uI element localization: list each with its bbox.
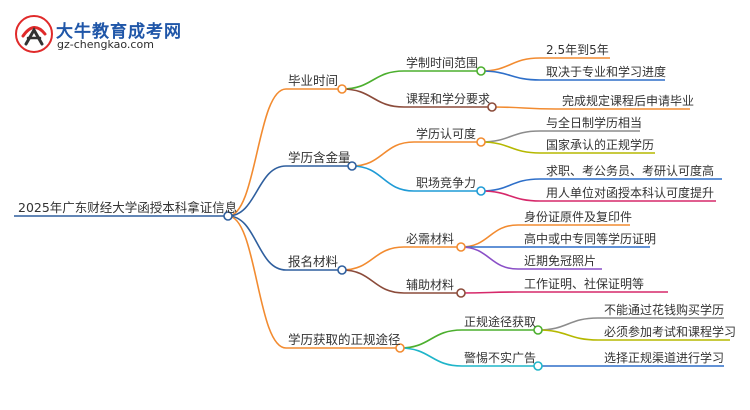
leaf-connector [537, 329, 599, 341]
leaf-topic: 身份证原件及复印件 [524, 210, 633, 224]
branch-node [337, 265, 347, 275]
leaf-connector [460, 246, 519, 270]
subtopic: 职场竞争力 [416, 176, 477, 190]
subtopic-connector [351, 141, 415, 167]
leaf-topic: 取决于专业和学习进度 [546, 65, 667, 79]
subtopic-node [476, 66, 486, 76]
leaf-topic: 用人单位对函授本科认可度提升 [546, 186, 715, 200]
root-topic: 2025年广东财经大学函授本科拿证信息 [18, 200, 238, 215]
branch-node [347, 161, 357, 171]
root-node [223, 211, 233, 221]
leaf-topic: 与全日制学历相当 [546, 116, 643, 130]
branch-node [337, 84, 347, 94]
subtopic-node [456, 242, 466, 252]
subtopic: 学历认可度 [416, 127, 477, 141]
leaf-topic: 国家承认的正规学历 [546, 138, 655, 152]
branch-node [395, 343, 405, 353]
leaf-connector [460, 291, 519, 294]
subtopic-connector [341, 246, 405, 271]
leaf-connector [537, 317, 599, 331]
leaf-connector [480, 190, 541, 202]
subtopic-node [476, 186, 486, 196]
subtopic-node [476, 137, 486, 147]
subtopic: 正规途径获取 [464, 315, 537, 329]
branch-connector [227, 215, 287, 271]
leaf-connector [480, 57, 541, 72]
leaf-topic: 选择正规渠道进行学习 [604, 351, 725, 365]
leaf-connector [480, 130, 541, 143]
subtopic-connector [399, 329, 463, 349]
leaf-topic: 工作证明、社保证明等 [524, 277, 645, 291]
leaf-topic: 求职、考公务员、考研认可度高 [546, 164, 715, 178]
subtopic-connector [341, 269, 405, 294]
subtopic-connector [341, 88, 405, 108]
leaf-connector [480, 70, 541, 81]
leaf-topic: 高中或中专同等学历证明 [524, 232, 657, 246]
subtopic: 警惕不实广告 [464, 351, 537, 365]
subtopic: 辅助材料 [406, 278, 455, 292]
branch-topic: 报名材料 [288, 254, 339, 269]
subtopic-connector [341, 70, 405, 90]
leaf-connector [460, 224, 519, 248]
leaf-connector [480, 178, 541, 192]
site-url[interactable]: gz-chengkao.com [57, 38, 154, 51]
branch-connector [227, 88, 287, 217]
branch-connector [227, 165, 287, 217]
leaf-topic: 必须参加考试和课程学习 [604, 325, 737, 339]
subtopic-connector [399, 347, 463, 367]
subtopic: 必需材料 [406, 232, 455, 246]
subtopic-node [533, 325, 543, 335]
leaf-topic: 不能通过花钱购买学历 [604, 303, 725, 317]
subtopic-node [456, 288, 466, 298]
branch-connector [227, 215, 287, 349]
leaf-connector [480, 141, 541, 154]
subtopic: 学制时间范围 [406, 56, 479, 70]
logo-icon [15, 15, 53, 53]
site-name[interactable]: 大牛教育成考网 [56, 22, 182, 42]
leaf-topic: 近期免冠照片 [524, 254, 597, 268]
subtopic-connector [351, 165, 415, 192]
branch-topic: 毕业时间 [288, 73, 339, 88]
subtopic-node [487, 102, 497, 112]
leaf-connector [491, 106, 557, 110]
branch-topic: 学历含金量 [288, 150, 351, 165]
leaf-topic: 完成规定课程后申请毕业 [562, 94, 695, 108]
subtopic: 课程和学分要求 [406, 92, 491, 106]
branch-topic: 学历获取的正规途径 [288, 332, 401, 347]
subtopic-node [533, 361, 543, 371]
leaf-topic: 2.5年到5年 [546, 43, 609, 57]
